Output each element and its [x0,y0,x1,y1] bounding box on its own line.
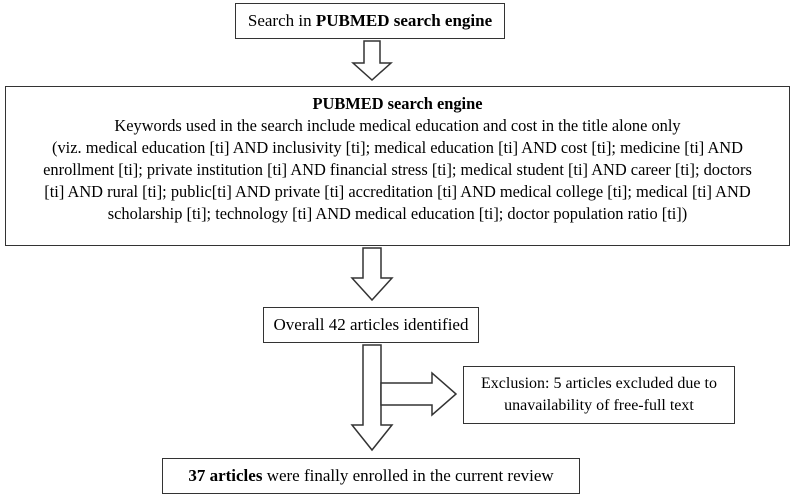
engine-line-4: [ti] AND rural [ti]; public[ti] AND priv… [44,182,751,201]
search-engine-name: PUBMED search engine [315,11,493,30]
engine-box-title: PUBMED search engine [312,94,483,113]
arrow-down-1 [351,40,393,82]
engine-line-3: enrollment [ti]; private institution [ti… [43,160,752,179]
engine-line-5: scholarship [ti]; technology [ti] AND me… [107,204,688,223]
search-prefix: Search in [247,11,316,30]
final-count: 37 articles [188,466,263,485]
exclusion-line-2: unavailability of free-full text [504,397,694,414]
search-pubmed-box: Search in PUBMED search engine [235,3,505,39]
engine-line-2: (viz. medical education [ti] AND inclusi… [52,138,743,157]
identified-text: Overall 42 articles identified [273,315,469,334]
arrow-down-2 [350,247,394,302]
final-text: were finally enrolled in the current rev… [262,466,554,485]
arrow-down-3 [350,344,394,452]
articles-identified-box: Overall 42 articles identified [263,307,479,343]
exclusion-line-1: Exclusion: 5 articles excluded due to [481,375,717,392]
final-enrolled-box: 37 articles were finally enrolled in the… [162,458,580,494]
engine-line-1: Keywords used in the search include medi… [114,116,681,135]
exclusion-box: Exclusion: 5 articles excluded due to un… [463,366,735,424]
pubmed-keywords-box: PUBMED search engine Keywords used in th… [5,86,790,246]
arrow-right-exclusion [380,371,458,417]
